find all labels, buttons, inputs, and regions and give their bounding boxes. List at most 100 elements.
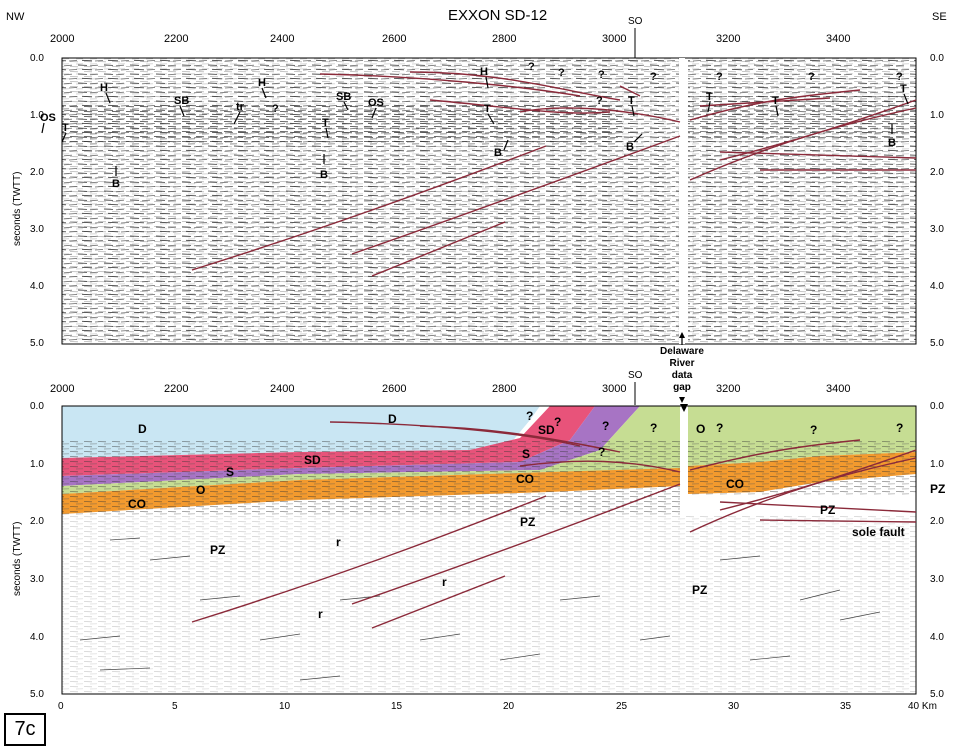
time-tick: 3.0: [930, 574, 944, 585]
fault-line: [759, 519, 917, 523]
question-mark: ?: [602, 419, 609, 433]
unit-labels: D D SD SD S S O O CO CO CO PZ PZ PZ PZ P…: [128, 409, 945, 621]
question-mark: ?: [650, 421, 657, 435]
unit-label-pz: PZ: [692, 583, 707, 597]
fault-line: [719, 501, 917, 513]
question-mark: ?: [526, 409, 533, 423]
pick-label: B: [112, 178, 120, 190]
pick-label: ?: [650, 71, 657, 83]
sole-fault-label: sole fault: [852, 525, 905, 539]
fault-line: [519, 107, 681, 123]
unit-label-r: r: [318, 607, 323, 621]
top-time-axis-right: 0.0 1.0 2.0 3.0 4.0 5.0: [930, 53, 944, 349]
seismic-figure: NW SE EXXON SD-12 SO 2000 2200 2400 2600…: [6, 7, 947, 712]
sp-tick: 3400: [826, 33, 850, 45]
gap-label-line: gap: [673, 382, 691, 393]
km-tick: 30: [728, 701, 740, 712]
unit-label-s: S: [226, 465, 234, 479]
km-tick: 20: [503, 701, 515, 712]
km-tick: 40 Km: [908, 701, 937, 712]
unit-label-pz: PZ: [820, 503, 835, 517]
pick-label: OS: [368, 97, 384, 109]
geologic-units: [62, 406, 916, 516]
sp-tick: 2600: [382, 33, 406, 45]
bottom-frame: [61, 405, 917, 695]
pick-label: ?: [558, 67, 565, 79]
sp-tick: 2200: [164, 383, 188, 395]
fault-line: [689, 439, 861, 471]
pick-label: OS: [40, 112, 56, 124]
time-tick: 5.0: [930, 338, 944, 349]
pick-label: H: [258, 77, 266, 89]
pick-label: ?: [896, 71, 903, 83]
pick-label: T: [484, 103, 491, 115]
unit-label-co: CO: [128, 497, 146, 511]
sp-tick: 2000: [50, 383, 74, 395]
pick-label: T: [322, 117, 329, 129]
time-tick: 0.0: [30, 53, 44, 64]
gap-label-line: River: [669, 358, 694, 369]
fault-line: [351, 483, 681, 605]
question-mark: ?: [810, 423, 817, 437]
sp-tick: 3000: [602, 383, 626, 395]
bottom-time-axis-right: 0.0 1.0 2.0 3.0 4.0 5.0: [930, 401, 944, 700]
sp-tick: 3200: [716, 383, 740, 395]
fault-line: [519, 460, 681, 473]
question-mark: ?: [716, 421, 723, 435]
unit-label-o: O: [196, 483, 205, 497]
km-tick: 5: [172, 701, 178, 712]
sp-tick: 2400: [270, 383, 294, 395]
fault-line: [719, 151, 917, 159]
sp-tick: 3000: [602, 33, 626, 45]
time-tick: 1.0: [30, 110, 44, 121]
unit-label-sd: SD: [304, 453, 321, 467]
pick-label: H: [480, 66, 488, 78]
nw-label: NW: [6, 11, 25, 23]
gap-label-line: Delaware: [660, 346, 704, 357]
time-tick: 4.0: [930, 632, 944, 643]
figure-title: EXXON SD-12: [448, 7, 547, 24]
y-axis-label-bottom: seconds (TWTT): [12, 522, 23, 596]
unit-label-pz: PZ: [520, 515, 535, 529]
gap-marker: Delaware River data gap: [660, 332, 704, 403]
pick-arrows: [41, 76, 909, 176]
pick-label: T: [706, 91, 713, 103]
unit-label-co: CO: [516, 472, 534, 486]
km-tick: 15: [391, 701, 403, 712]
fault-line: [619, 85, 641, 97]
fault-line: [319, 73, 581, 97]
unit-label-o: O: [696, 422, 705, 436]
bottom-time-axis-left: 0.0 1.0 2.0 3.0 4.0 5.0: [30, 401, 44, 700]
fault-line: [719, 449, 917, 511]
top-time-axis-left: 0.0 1.0 2.0 3.0 4.0 5.0: [30, 53, 44, 349]
time-tick: 2.0: [930, 516, 944, 527]
pick-label: ?: [716, 71, 723, 83]
fault-line: [191, 145, 547, 271]
km-axis: 0 5 10 15 20 25 30 35 40 Km: [58, 701, 937, 712]
gap-arrow: [680, 404, 688, 412]
pick-label: T: [900, 83, 907, 95]
pick-label: ?: [808, 71, 815, 83]
sp-tick: 2800: [492, 33, 516, 45]
time-tick: 2.0: [930, 167, 944, 178]
question-mark: ?: [896, 421, 903, 435]
unit-label-d: D: [138, 422, 147, 436]
question-mark: ?: [554, 415, 561, 429]
fault-line: [409, 71, 621, 101]
pick-label: B: [626, 141, 634, 153]
unit-label-pz: PZ: [210, 543, 225, 557]
sp-tick: 3200: [716, 33, 740, 45]
unit-label-r: r: [336, 535, 341, 549]
km-tick: 25: [616, 701, 628, 712]
unit-label-d: D: [388, 412, 397, 426]
fault-line: [689, 89, 861, 121]
bottom-faults: [191, 421, 917, 629]
time-tick: 2.0: [30, 516, 44, 527]
fault-line: [699, 97, 831, 107]
time-tick: 4.0: [30, 632, 44, 643]
basement-reflectors: [62, 516, 916, 694]
pick-label: T: [62, 122, 69, 134]
fault-line: [419, 425, 621, 453]
time-tick: 1.0: [930, 459, 944, 470]
unit-label-co: CO: [726, 477, 744, 491]
